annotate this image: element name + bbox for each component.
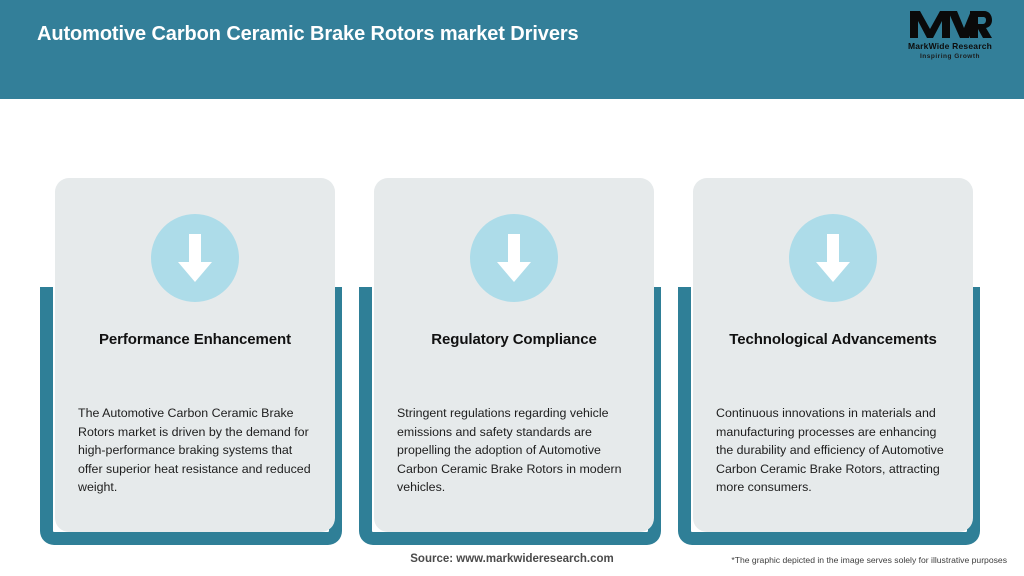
page-footer: Source: www.markwideresearch.com *The gr… — [0, 545, 1024, 576]
disclaimer-note: *The graphic depicted in the image serve… — [731, 555, 1007, 565]
mwr-monogram-icon — [898, 8, 1002, 40]
card-body-text: The Automotive Carbon Ceramic Brake Roto… — [78, 406, 311, 495]
drivers-card-group: Performance Enhancement The Automotive C… — [0, 99, 1024, 545]
card-panel: Regulatory Compliance Stringent regulati… — [374, 178, 654, 532]
card-title: Technological Advancements — [729, 331, 937, 348]
card-title: Performance Enhancement — [99, 331, 291, 348]
card-panel: Performance Enhancement The Automotive C… — [55, 178, 335, 532]
driver-card-3[interactable]: Technological Advancements Continuous in… — [678, 99, 980, 545]
down-arrow-icon — [789, 214, 877, 302]
card-body-text: Stringent regulations regarding vehicle … — [397, 406, 622, 495]
logo-company-name: MarkWide Research — [907, 41, 993, 51]
source-label: Source: www.markwideresearch.com — [410, 553, 614, 565]
page-title: Automotive Carbon Ceramic Brake Rotors m… — [37, 23, 579, 45]
card-panel: Technological Advancements Continuous in… — [693, 178, 973, 532]
page-header: Automotive Carbon Ceramic Brake Rotors m… — [0, 0, 1024, 99]
down-arrow-icon — [151, 214, 239, 302]
driver-card-1[interactable]: Performance Enhancement The Automotive C… — [40, 99, 342, 545]
logo-tagline: Inspiring Growth — [920, 53, 980, 60]
card-body-text: Continuous innovations in materials and … — [716, 406, 944, 495]
driver-card-2[interactable]: Regulatory Compliance Stringent regulati… — [359, 99, 661, 545]
card-title: Regulatory Compliance — [431, 331, 597, 348]
down-arrow-icon — [470, 214, 558, 302]
brand-logo: MarkWide Research Inspiring Growth — [898, 8, 1002, 66]
